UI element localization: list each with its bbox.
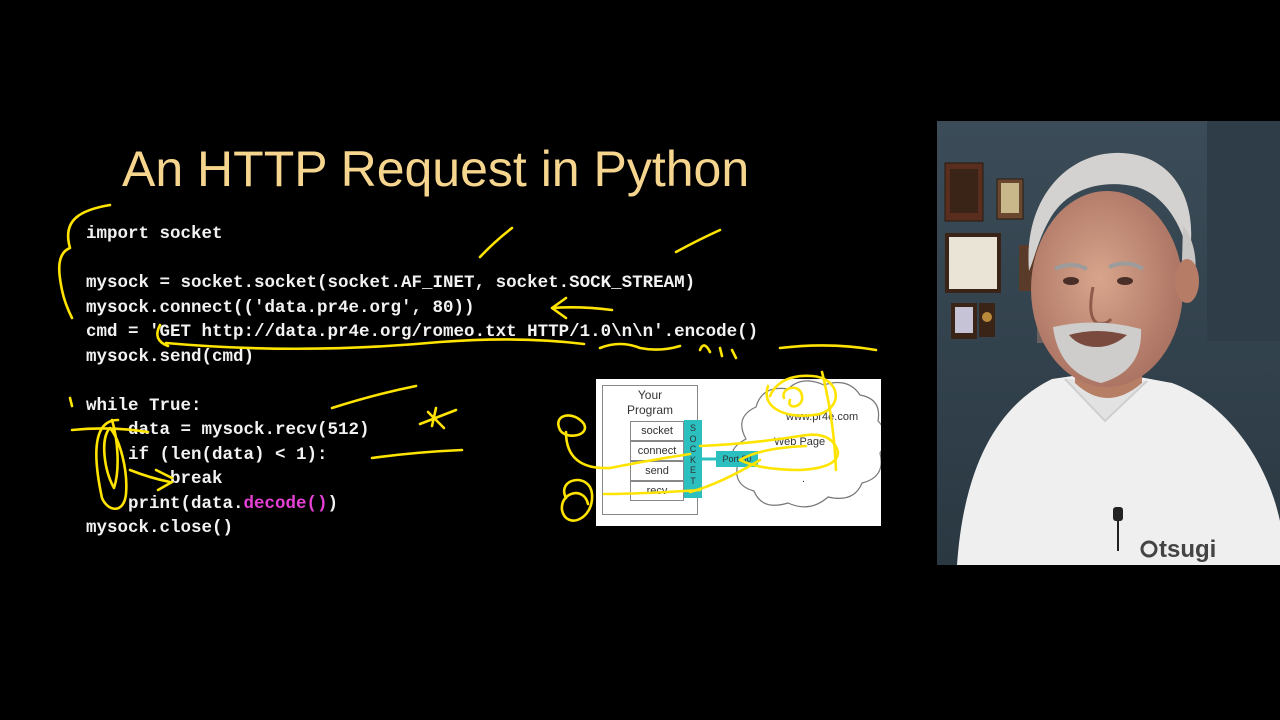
code-line-print: print(data.decode()) <box>86 492 758 517</box>
cloud-dot: . <box>802 461 806 473</box>
ink-mark-while <box>68 396 74 408</box>
code-line: mysock.send(cmd) <box>86 346 255 367</box>
code-line: mysock.close() <box>86 518 234 538</box>
code-print-prefix: print(data. <box>86 493 244 514</box>
code-line: cmd = 'GET http://data.pr4e.org/romeo.tx… <box>86 322 759 342</box>
socket-letter: S <box>689 423 696 433</box>
shirt-logo-text: tsugi <box>1159 536 1216 563</box>
cloud-dot: . <box>802 473 806 485</box>
code-line: if (len(data) < 1): <box>86 444 328 465</box>
code-line: break <box>86 469 223 489</box>
presenter-webcam: tsugi <box>937 121 1280 565</box>
code-print-suffix: ) <box>327 493 339 514</box>
code-line <box>86 247 758 272</box>
socket-letter: O <box>689 433 697 444</box>
cloud-domain-label: www.pr4e.com <box>786 411 859 423</box>
socket-letter: C <box>689 444 697 454</box>
presenter-image: tsugi <box>937 121 1280 565</box>
socket-diagram: Your Program socket connect send recv S … <box>596 379 881 526</box>
code-line: import socket <box>86 224 223 244</box>
code-highlight-decode: decode() <box>243 493 328 514</box>
cloud-web-page-label: Web Page <box>774 436 826 448</box>
code-line: mysock = socket.socket(socket.AF_INET, s… <box>86 273 696 293</box>
program-label: Your Program <box>603 388 697 418</box>
port-80-box: Port 80 <box>716 451 758 467</box>
slide-title: An HTTP Request in Python <box>122 141 750 197</box>
code-block: import socket mysock = socket.socket(sock… <box>86 222 758 541</box>
ink-underline-encode <box>778 344 878 352</box>
program-label-line-2: Program <box>626 403 673 417</box>
program-label-line-1: Your <box>637 388 663 402</box>
code-line: while True: <box>86 395 202 416</box>
code-line: mysock.connect(('data.pr4e.org', 80)) <box>86 297 475 318</box>
